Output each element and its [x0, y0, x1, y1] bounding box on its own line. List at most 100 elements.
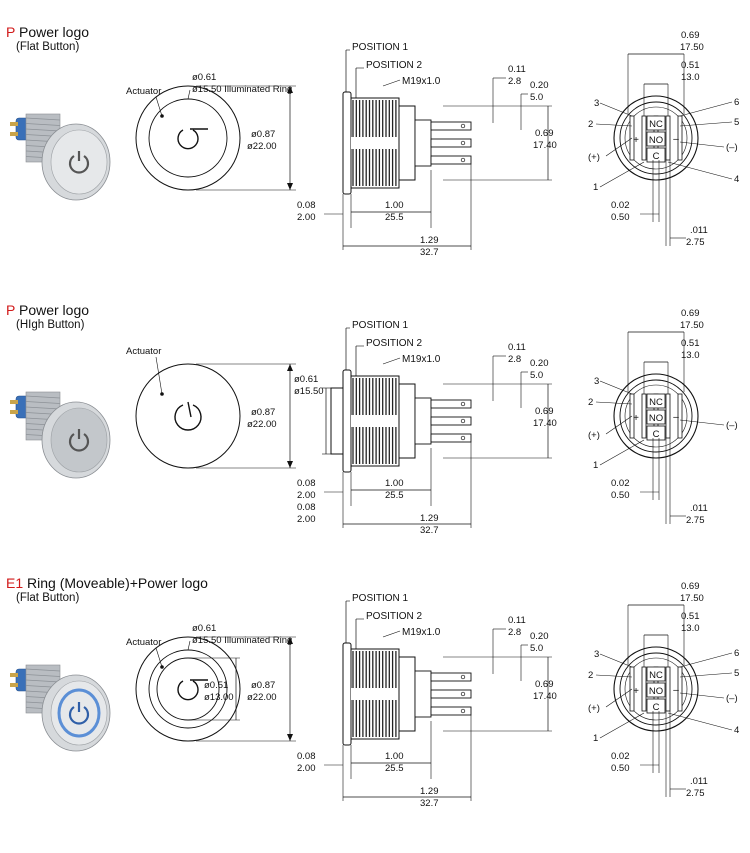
- dim-069-mm: 17.40: [533, 140, 557, 151]
- dim-100-in: 1.00: [385, 478, 404, 489]
- actuator-leader: [155, 647, 163, 668]
- dim-008-mm: 2.00: [297, 490, 316, 501]
- pin-leader: [599, 102, 633, 117]
- nc-label: NC: [649, 119, 663, 130]
- width-069-in: 0.69: [681, 30, 700, 41]
- illuminated-ring-circle: [148, 98, 228, 178]
- bezel-profile: [342, 91, 352, 195]
- plus-label: (+): [588, 430, 600, 441]
- model-subtitle: (Flat Button): [16, 592, 80, 604]
- pin-3-label: 3: [594, 98, 599, 109]
- dim-011b-in: .011: [690, 225, 708, 236]
- nc-label: NC: [649, 397, 663, 408]
- dim-129-in: 1.29: [420, 513, 439, 524]
- dim-011-mm: 2.8: [508, 76, 521, 87]
- width-051-in: 0.51: [681, 611, 700, 622]
- dim-002-in: 0.02: [611, 751, 630, 762]
- pin-6-label: 6: [734, 648, 739, 659]
- c-label: C: [653, 151, 660, 162]
- pin-leader: [599, 380, 633, 395]
- pin-5-label: 5: [734, 117, 739, 128]
- pin-1-label: 1: [593, 460, 598, 471]
- pin-1-label: 1: [593, 733, 598, 744]
- ring-dim-leader: [187, 89, 191, 100]
- pin-leader: [679, 672, 733, 678]
- back-outer-circle: [613, 95, 699, 181]
- minus-mark: –: [673, 412, 679, 423]
- model-title: Power logo: [18, 24, 90, 40]
- back-terminal: [641, 115, 647, 161]
- thread-label: M19x1.0: [402, 354, 441, 365]
- no-label: NO: [649, 413, 663, 424]
- dim-008-mm: 2.00: [297, 763, 316, 774]
- dim-020-in: 0.20: [530, 631, 549, 642]
- pin-2-label: 2: [588, 670, 593, 681]
- width-069-mm: 17.50: [680, 320, 704, 331]
- actuator-label: Actuator: [126, 637, 161, 648]
- back-terminal: [677, 393, 683, 439]
- thread-leader: [382, 630, 401, 638]
- terminal-pin: [430, 433, 472, 443]
- high-button-cap: [330, 387, 344, 455]
- back-inner-circle: [619, 379, 693, 453]
- pin-leader: [599, 712, 645, 739]
- position-1-label: POSITION 1: [352, 593, 409, 604]
- actuator-label: Actuator: [126, 86, 161, 97]
- position-2-label: POSITION 2: [366, 338, 423, 349]
- dim-069-in: 0.69: [535, 406, 554, 417]
- pin-4-label: 4: [734, 725, 739, 736]
- width-069-in: 0.69: [681, 581, 700, 592]
- pin-4-label: 4: [734, 174, 739, 185]
- section-title: E1 Ring (Moveable)+Power logo: [6, 575, 208, 591]
- back-outer-circle: [613, 373, 699, 459]
- back-terminal: [665, 393, 671, 439]
- terminal-pin: [430, 155, 472, 165]
- no-label: NO: [649, 686, 663, 697]
- terminal-pin: [430, 689, 472, 699]
- dim-020-mm: 5.0: [530, 370, 543, 381]
- width-051-mm: 13.0: [681, 350, 700, 361]
- width-069-mm: 17.50: [680, 42, 704, 53]
- width-069-in: 0.69: [681, 308, 700, 319]
- pin-leader: [599, 161, 645, 188]
- width-051-in: 0.51: [681, 338, 700, 349]
- dim-002-mm: 0.50: [611, 490, 630, 501]
- back-view: NCNOC+–0.6917.500.5113.032(+)1(–)0.020.5…: [588, 308, 738, 526]
- dim-008-in: 0.08: [297, 478, 316, 489]
- width-051-in: 0.51: [681, 60, 700, 71]
- c-label: C: [653, 429, 660, 440]
- outer-dim-mm: ø22.00: [247, 141, 277, 152]
- pin-leader: [599, 439, 645, 466]
- dim-008b-mm: 2.00: [297, 514, 316, 525]
- dim-008b-in: 0.08: [297, 502, 316, 513]
- terminal-pin: [430, 121, 472, 131]
- model-code: P: [6, 302, 16, 318]
- nut-profile: [398, 383, 416, 459]
- outer-bezel-circle: [135, 636, 241, 742]
- model-title: Power logo: [18, 302, 90, 318]
- section-title: P Power logo: [6, 302, 89, 318]
- actuator-leader: [155, 96, 163, 117]
- dim-100-in: 1.00: [385, 200, 404, 211]
- pin-leader: [679, 692, 725, 699]
- section-e1-ring: E1 Ring (Moveable)+Power logo(Flat Butto…: [0, 561, 750, 833]
- dim-008-in: 0.08: [297, 751, 316, 762]
- pin-leader: [679, 101, 733, 117]
- dim-011b-mm: 2.75: [686, 788, 705, 799]
- back-view: NCNOC+–0.6917.500.5113.032(+)1(–)6540.02…: [588, 30, 739, 248]
- minus-label: (–): [726, 142, 738, 153]
- power-icon: [68, 706, 90, 725]
- dim-011b-in: .011: [690, 776, 708, 787]
- plus-mark: +: [633, 413, 639, 424]
- pin-3-label: 3: [594, 649, 599, 660]
- back-inner-circle: [619, 652, 693, 726]
- plus-mark: +: [633, 135, 639, 146]
- power-symbol: [177, 680, 199, 701]
- dim-061-mm: ø15.50: [294, 386, 324, 397]
- width-069-mm: 17.50: [680, 593, 704, 604]
